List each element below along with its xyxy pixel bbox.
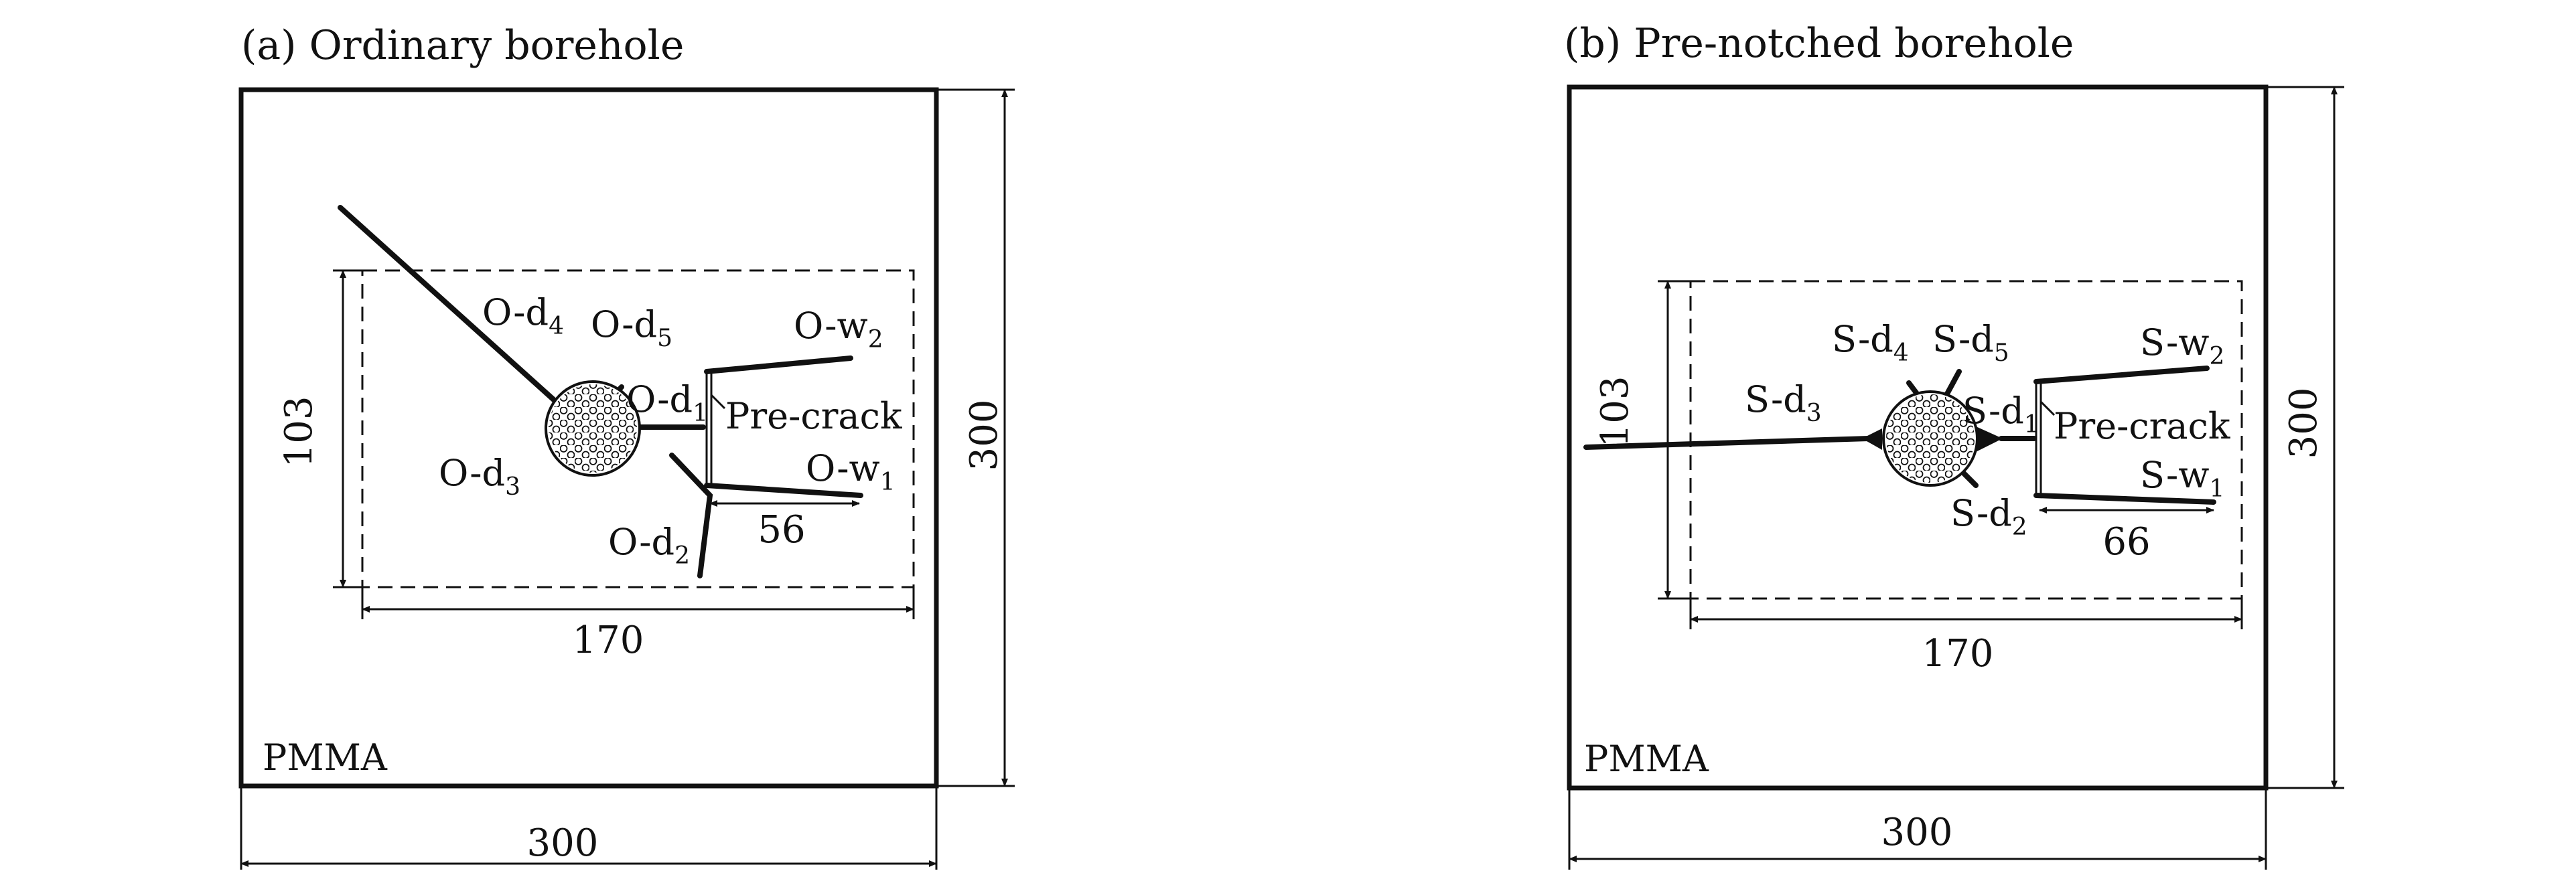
label-w1: O-w1 bbox=[806, 447, 896, 496]
specimen-outline bbox=[1567, 84, 2269, 791]
precrack-pointer bbox=[2040, 400, 2056, 416]
dim-inner-height-value: 103 bbox=[1593, 376, 1637, 448]
crack-d3 bbox=[1583, 436, 1871, 450]
label-w2: S-w2 bbox=[2140, 321, 2224, 370]
crack-d2 bbox=[669, 453, 713, 578]
label-d5: O-d5 bbox=[591, 303, 672, 352]
specimen-outline bbox=[238, 87, 939, 789]
crack-d4 bbox=[338, 205, 559, 404]
crack-w2 bbox=[2033, 366, 2210, 384]
borehole-hex-fill bbox=[1886, 394, 1975, 483]
panel-a: (a) Ordinary borehole O-d4 O-d5 O-d1 O-d… bbox=[238, 22, 1015, 870]
dim-height-value: 300 bbox=[962, 400, 1006, 471]
label-d2: S-d2 bbox=[1950, 492, 2027, 541]
label-d4: O-d4 bbox=[482, 291, 564, 340]
crack-w1 bbox=[704, 483, 863, 498]
notch-left bbox=[1862, 428, 1882, 450]
precrack-pointer bbox=[710, 394, 726, 410]
dim-width-value: 300 bbox=[527, 821, 599, 865]
label-precrack: Pre-crack bbox=[725, 395, 903, 437]
label-d5: S-d5 bbox=[1932, 318, 2009, 367]
notch-right bbox=[1976, 426, 2003, 452]
label-precrack: Pre-crack bbox=[2054, 405, 2231, 447]
label-d3: S-d3 bbox=[1745, 378, 1822, 427]
label-d3: O-d3 bbox=[439, 452, 520, 501]
borehole-hex-fill bbox=[549, 384, 637, 473]
label-d2: O-d2 bbox=[608, 521, 690, 570]
inner-region-dashed bbox=[361, 269, 915, 588]
label-d1: S-d1 bbox=[1962, 390, 2040, 439]
crack-w1 bbox=[2033, 493, 2216, 505]
material-label: PMMA bbox=[1584, 738, 1709, 780]
dim-inner-height-value: 103 bbox=[277, 396, 321, 468]
material-label: PMMA bbox=[263, 736, 388, 779]
label-d1: O-d1 bbox=[626, 378, 708, 427]
label-w1: S-w1 bbox=[2140, 454, 2224, 503]
dim-precrack-value: 66 bbox=[2102, 520, 2150, 564]
dim-width-value: 300 bbox=[1881, 811, 1953, 854]
crack-w2 bbox=[704, 355, 853, 374]
dim-inner-width-value: 170 bbox=[573, 619, 644, 662]
dim-precrack-value: 56 bbox=[758, 508, 805, 552]
dim-inner-width-value: 170 bbox=[1922, 632, 1994, 676]
inner-region-dashed bbox=[1689, 280, 2243, 600]
panel-title: (a) Ordinary borehole bbox=[241, 22, 684, 69]
crack-d5 bbox=[1943, 369, 1962, 399]
label-d4: S-d4 bbox=[1832, 318, 1909, 367]
label-w2: O-w2 bbox=[794, 305, 883, 353]
dim-height-value: 300 bbox=[2282, 388, 2325, 459]
panel-b: (b) Pre-notched borehole S-d3 S-d4 S-d5 … bbox=[1564, 20, 2344, 870]
panel-title: (b) Pre-notched borehole bbox=[1564, 20, 2074, 67]
